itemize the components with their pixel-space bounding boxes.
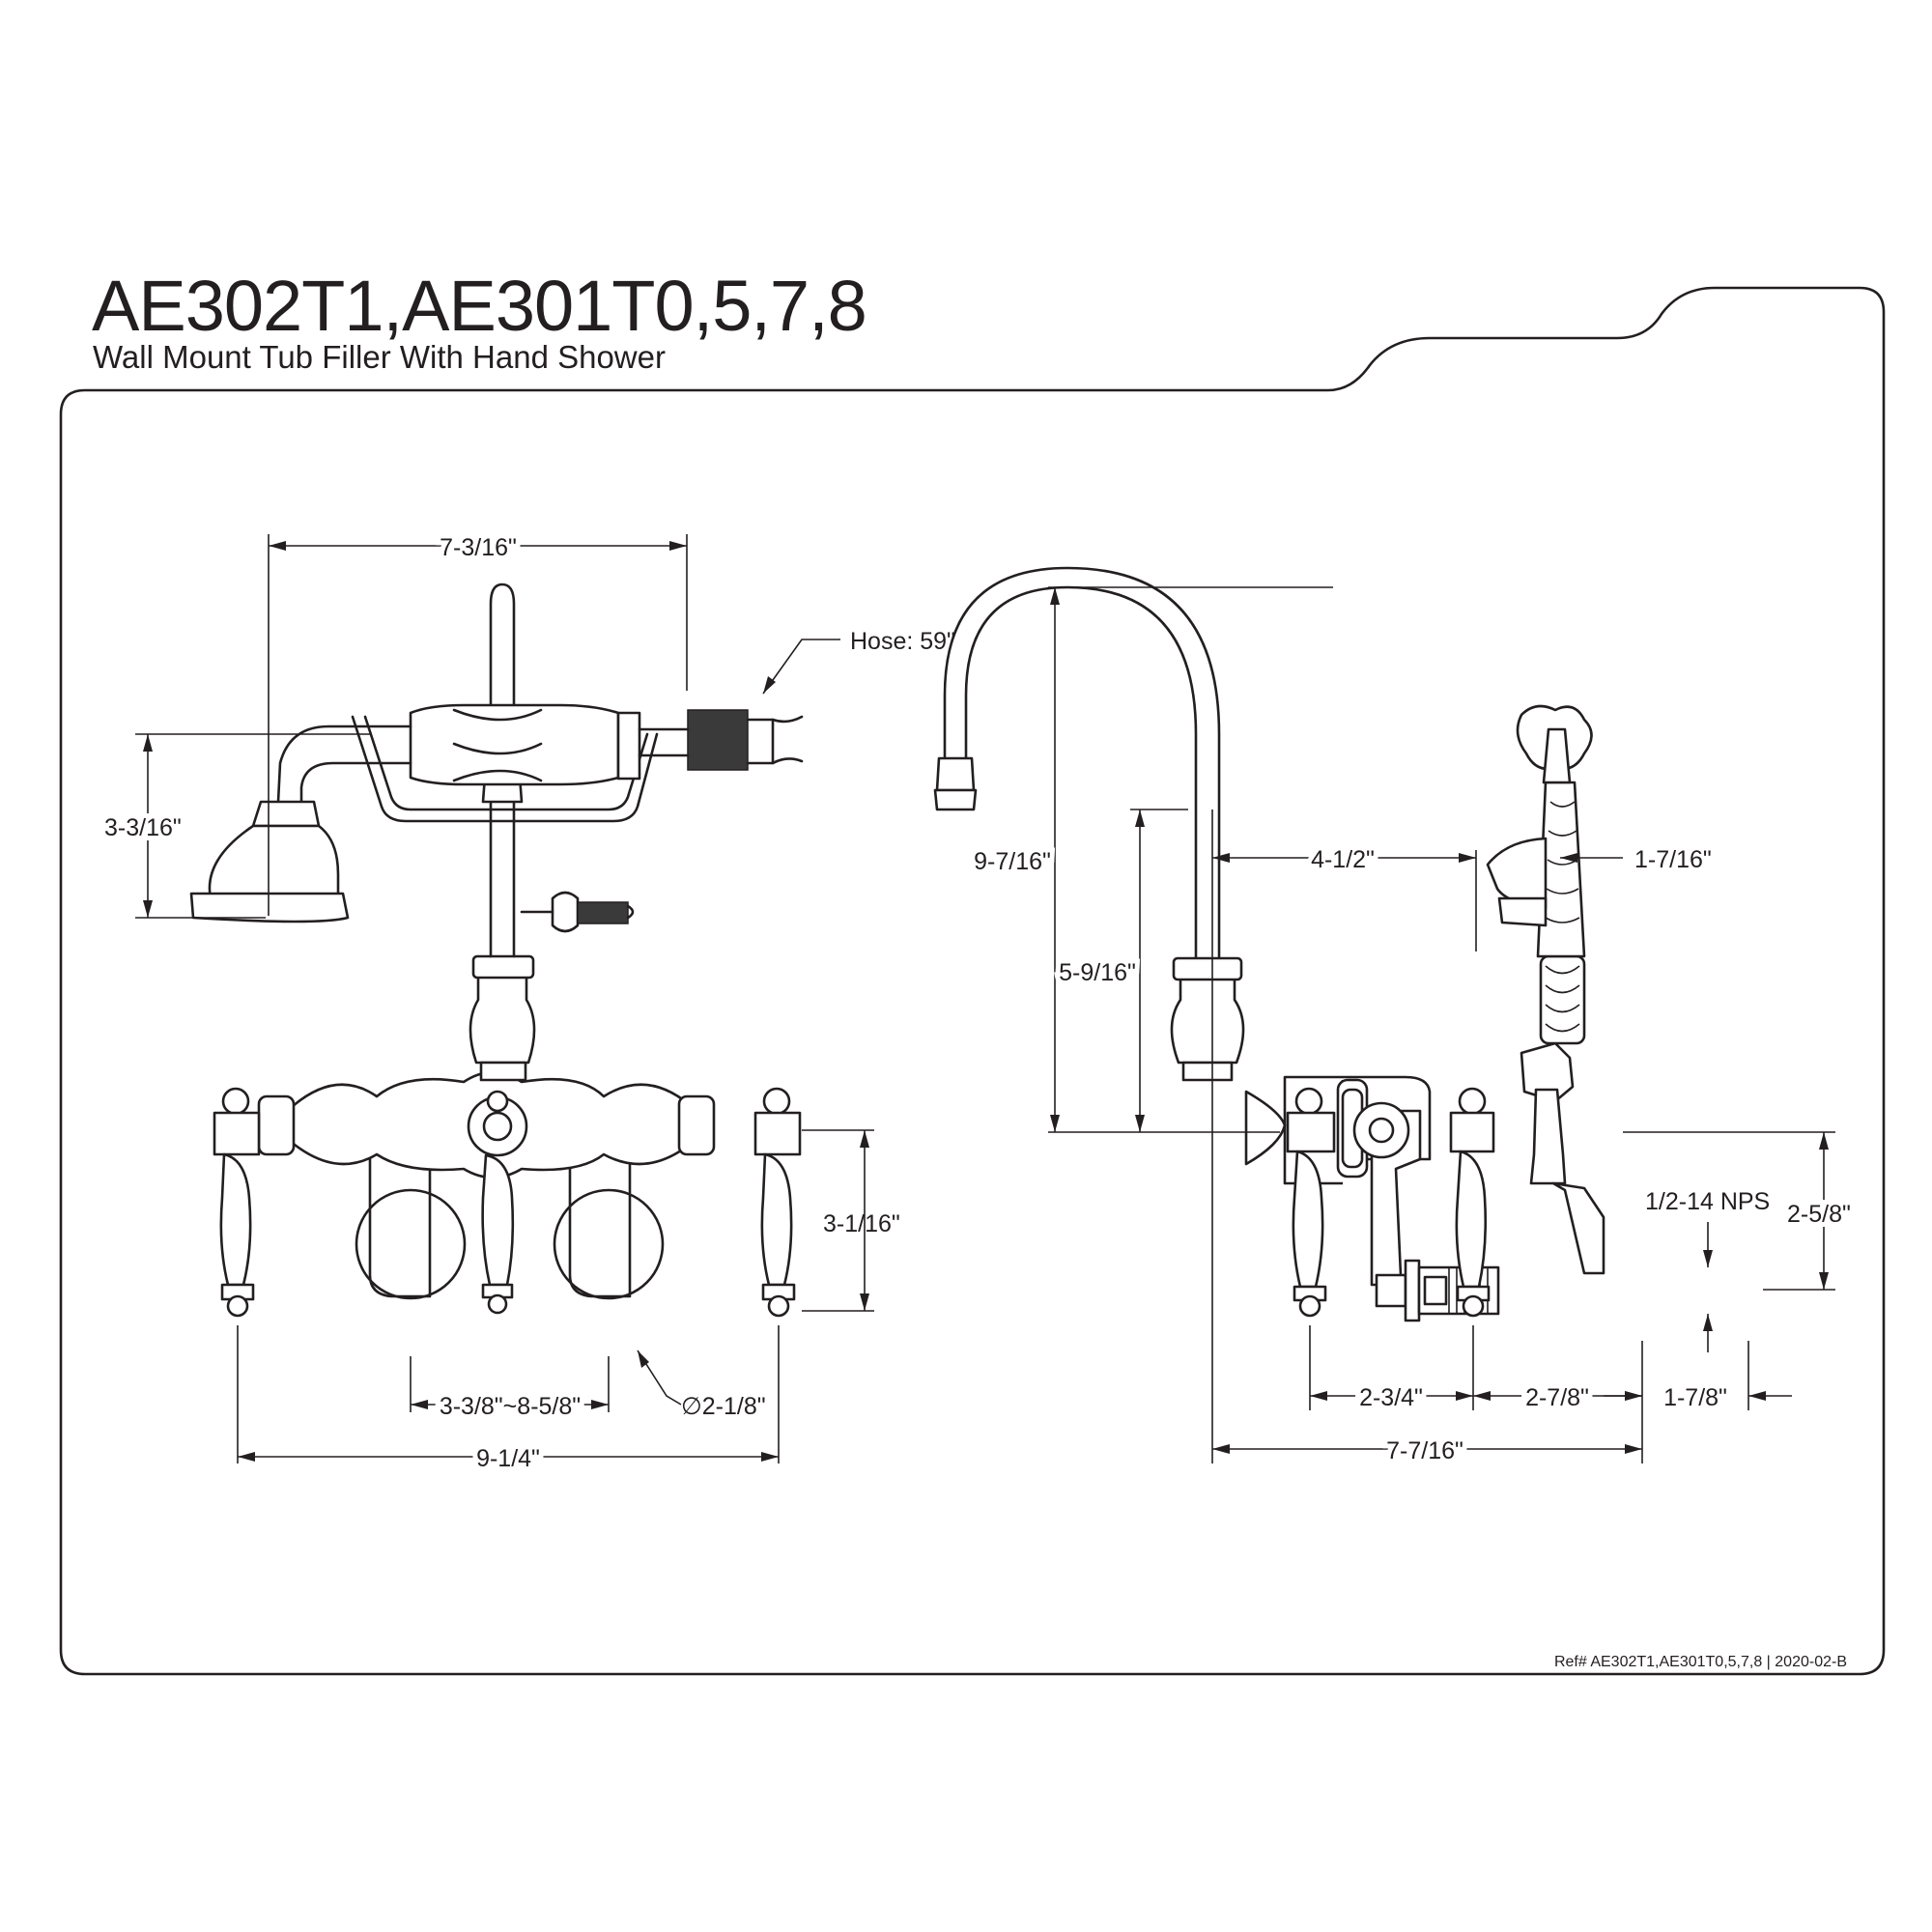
reference-footer: Ref# AE302T1,AE301T0,5,7,8 | 2020-02-B (1553, 1654, 1847, 1670)
dim-overall-top-width: 7-3/16" (440, 534, 517, 561)
side-dimensions: 9-7/16" 4-1/2" 1-7/16" 5-9/16" 2-5/8" 1/… (969, 586, 1856, 1469)
dim-spout-height: 5-9/16" (1059, 959, 1136, 986)
handle-right (753, 1087, 802, 1318)
dim-hose-length: Hose: 59" (850, 628, 955, 655)
dim-overall-height: 9-7/16" (974, 848, 1051, 875)
hand-shower-front (189, 703, 804, 923)
dim-inlet-length: 1-7/8" (1663, 1384, 1727, 1411)
dim-center-spread: 3-3/8"~8-5/8" (440, 1393, 581, 1420)
supply-inlet (1417, 1265, 1500, 1316)
sheet-border (59, 286, 1886, 1676)
side-handle-left (1286, 1087, 1336, 1318)
dim-handle-to-center: 2-3/4" (1359, 1384, 1423, 1411)
spout-base (469, 974, 536, 1065)
dim-flange-diameter: ∅2-1/8" (681, 1393, 766, 1420)
dim-center-to-wall: 2-7/8" (1525, 1384, 1589, 1411)
model-title: AE302T1,AE301T0,5,7,8 (92, 266, 867, 346)
dim-handle-height: 3-1/16" (823, 1210, 900, 1237)
side-handle-right (1449, 1087, 1495, 1318)
dim-handshower-offset: 1-7/16" (1634, 846, 1712, 873)
front-view: 7-3/16" Hose: 59" 3-3/16" 3-1/16" 3-3/8"… (99, 529, 955, 1477)
hand-shower-side (1486, 704, 1605, 1275)
dim-handshower-height: 3-3/16" (104, 814, 182, 841)
dim-inlet-height: 2-5/8" (1787, 1201, 1851, 1228)
front-dimensions: 7-3/16" Hose: 59" 3-3/16" 3-1/16" 3-3/8"… (99, 529, 955, 1477)
diverter (467, 1090, 528, 1315)
flange-right (553, 1188, 665, 1300)
dim-spout-reach: 4-1/2" (1311, 846, 1375, 873)
product-subtitle: Wall Mount Tub Filler With Hand Shower (93, 339, 666, 375)
flange-left (355, 1188, 467, 1300)
side-view: 9-7/16" 4-1/2" 1-7/16" 5-9/16" 2-5/8" 1/… (933, 566, 1856, 1469)
dim-overall-projection: 7-7/16" (1386, 1437, 1463, 1464)
gooseneck-spout (964, 585, 1198, 968)
cradle (351, 715, 659, 823)
dim-inlet-thread: 1/2-14 NPS (1645, 1188, 1770, 1215)
dim-overall-bottom-width: 9-1/4" (476, 1445, 540, 1472)
handle-left (213, 1087, 261, 1318)
